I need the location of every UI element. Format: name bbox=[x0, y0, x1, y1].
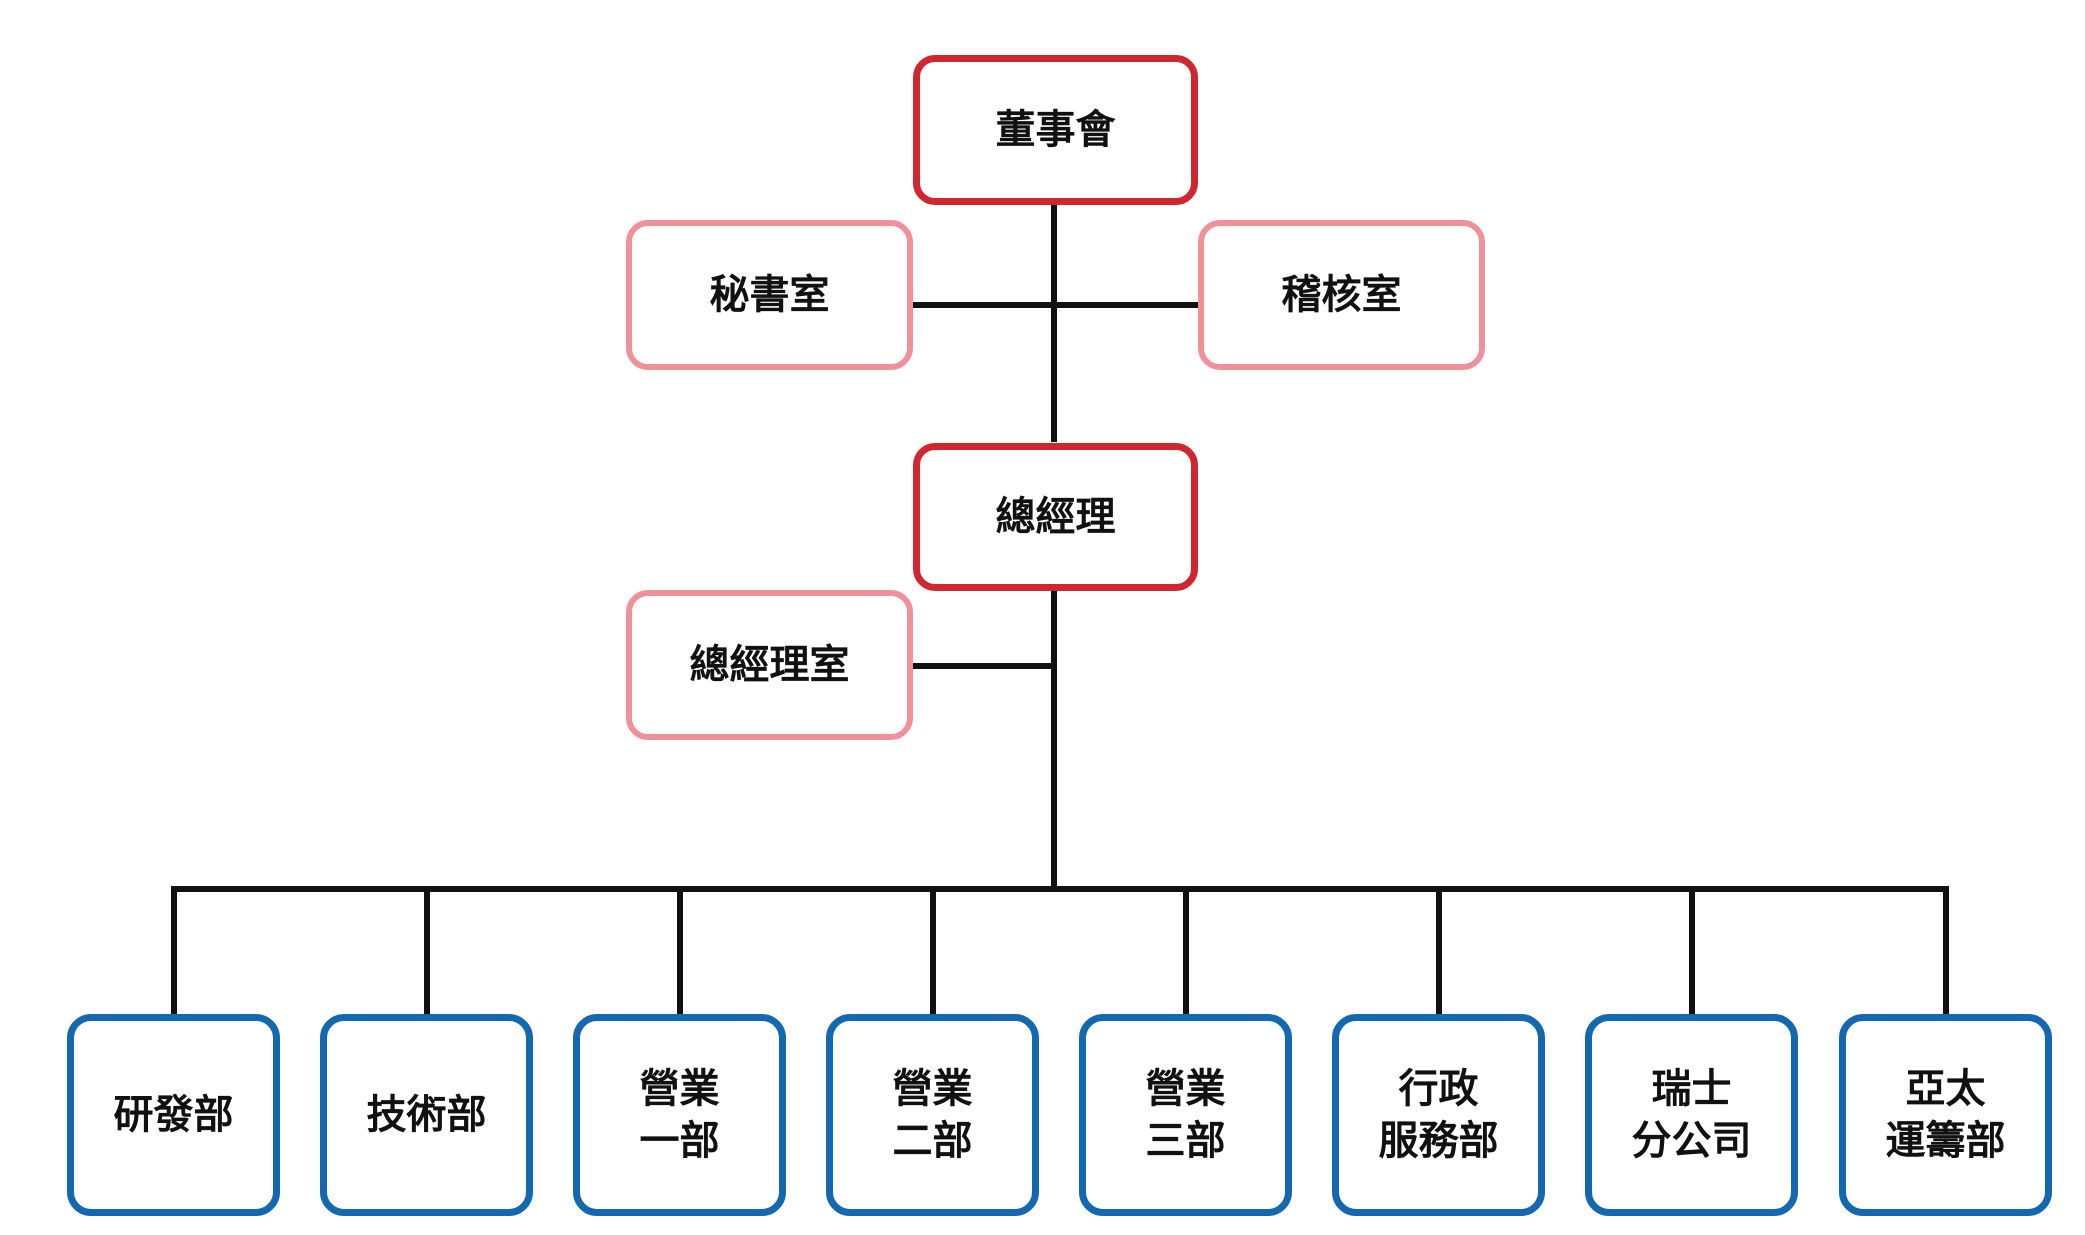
connector-dept-1 bbox=[171, 886, 177, 1016]
department-box: 營業 三部 bbox=[1079, 1014, 1292, 1216]
connector-dept-4 bbox=[930, 886, 936, 1016]
connector-board-to-gm bbox=[1051, 202, 1057, 442]
connector-gm-to-departments bbox=[1051, 590, 1057, 890]
secretary-office-box: 秘書室 bbox=[626, 220, 913, 370]
connector-gm-office bbox=[910, 663, 1054, 669]
connector-secretary-audit bbox=[910, 302, 1198, 308]
board-of-directors-box: 董事會 bbox=[913, 55, 1198, 205]
department-box: 行政 服務部 bbox=[1332, 1014, 1545, 1216]
general-manager-box: 總經理 bbox=[913, 443, 1198, 591]
gm-office-box: 總經理室 bbox=[626, 590, 913, 740]
department-box: 營業 二部 bbox=[826, 1014, 1039, 1216]
connector-dept-5 bbox=[1183, 886, 1189, 1016]
department-box: 營業 一部 bbox=[573, 1014, 786, 1216]
connector-dept-3 bbox=[677, 886, 683, 1016]
connector-dept-7 bbox=[1689, 886, 1695, 1016]
department-box: 亞太 運籌部 bbox=[1839, 1014, 2052, 1216]
audit-office-box: 稽核室 bbox=[1198, 220, 1485, 370]
department-box: 研發部 bbox=[67, 1014, 280, 1216]
department-box: 瑞士 分公司 bbox=[1585, 1014, 1798, 1216]
connector-dept-6 bbox=[1436, 886, 1442, 1016]
connector-departments-bar bbox=[171, 886, 1949, 892]
department-box: 技術部 bbox=[320, 1014, 533, 1216]
connector-dept-8 bbox=[1943, 886, 1949, 1016]
connector-dept-2 bbox=[424, 886, 430, 1016]
